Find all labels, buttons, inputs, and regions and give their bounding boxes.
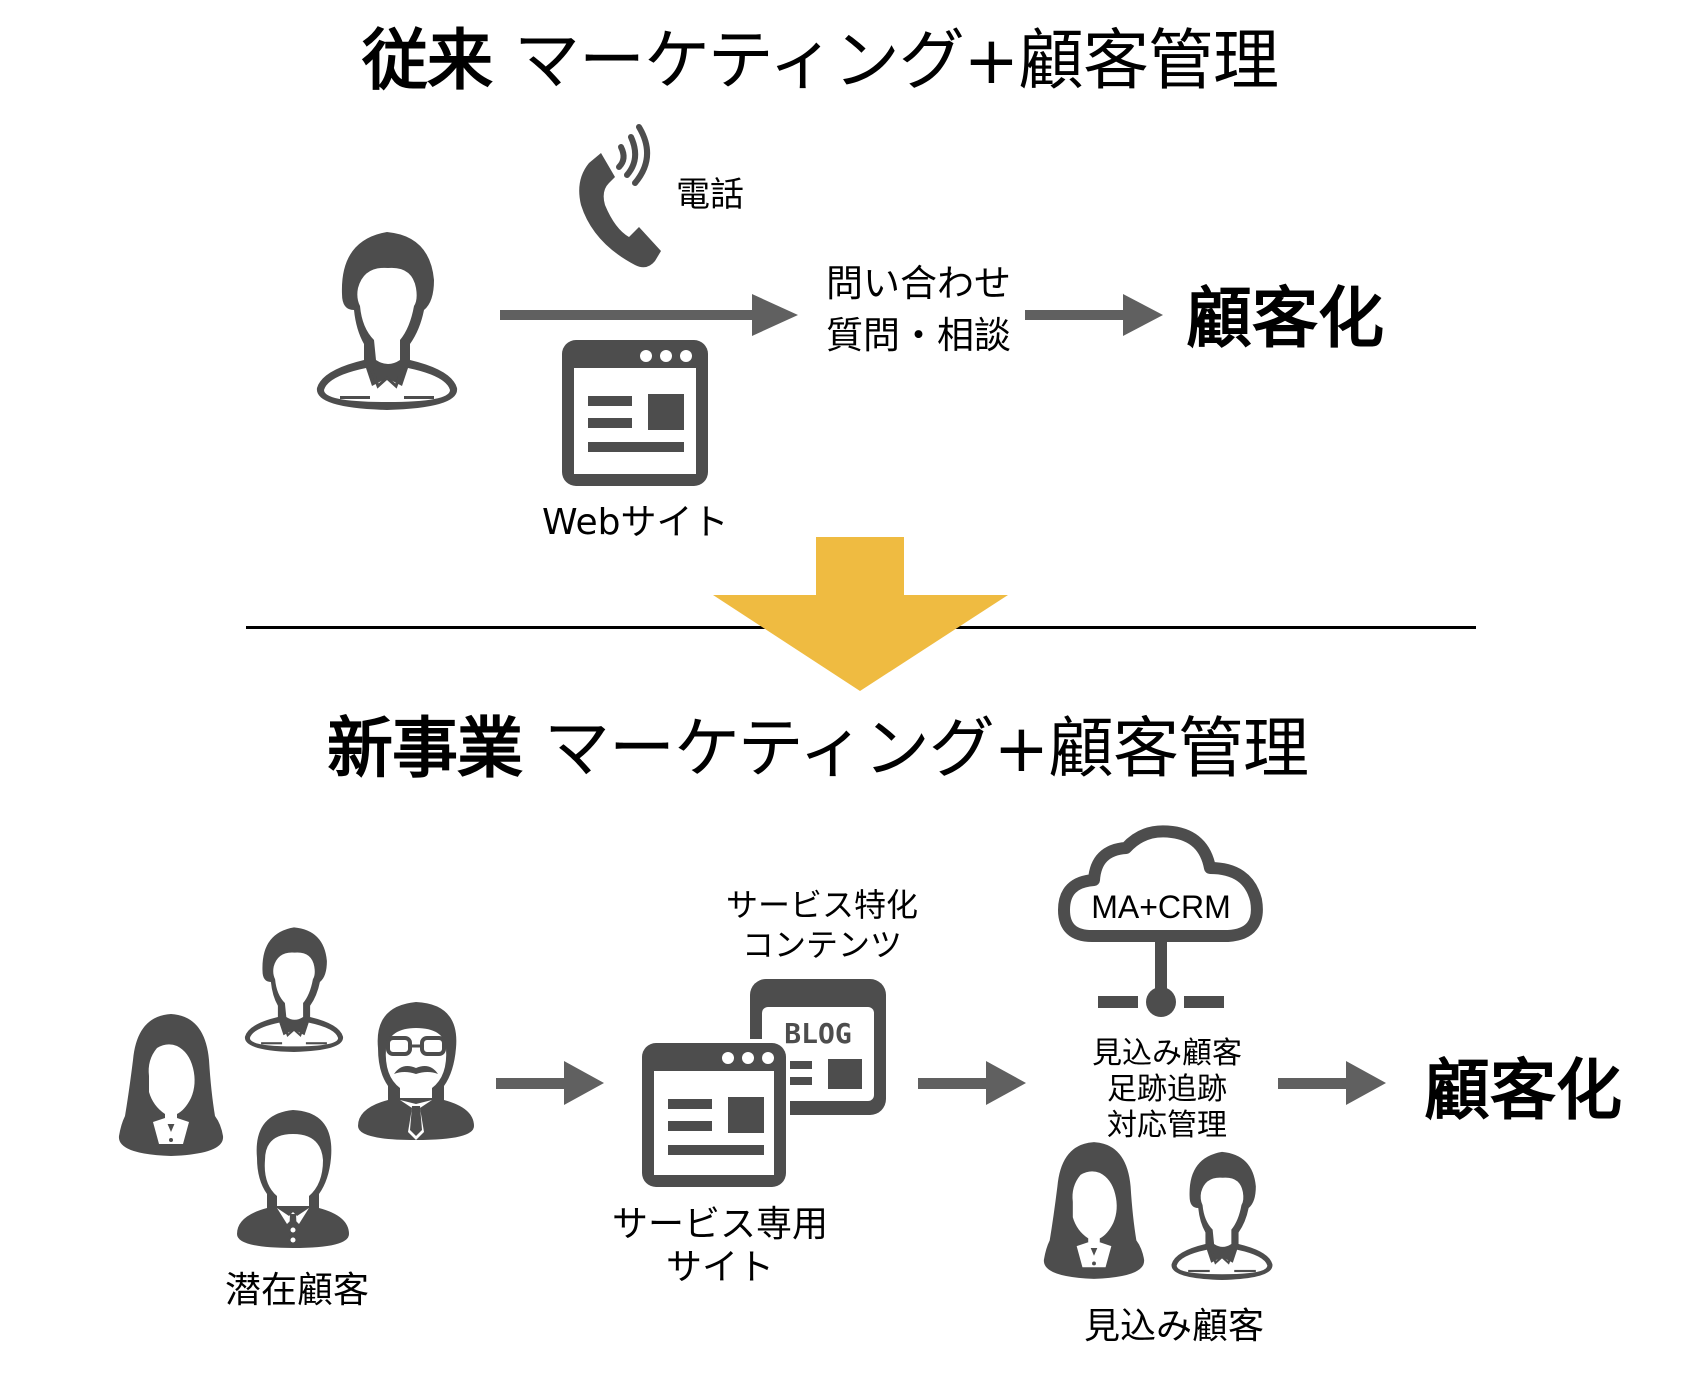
- arrow-right-icon: [496, 1061, 604, 1105]
- content-line-2: コンテンツ: [742, 926, 903, 964]
- inquiry-text: 問い合わせ 質問・相談: [826, 258, 1011, 362]
- bottom-title: 新事業マーケティング+顧客管理: [327, 716, 1309, 782]
- website-icon: [562, 340, 708, 486]
- person-suit-icon: [237, 1110, 349, 1248]
- content-line-1: サービス特化: [726, 886, 919, 924]
- management-line-3: 対応管理: [1107, 1108, 1227, 1143]
- transition-arrow-icon: [713, 537, 1008, 691]
- person-mustache-icon: [358, 1002, 474, 1140]
- cloud-network-icon: MA+CRM: [1058, 825, 1263, 1017]
- phone-label: 電話: [676, 175, 744, 215]
- management-line-1: 見込み顧客: [1092, 1036, 1242, 1071]
- phone-icon: [579, 124, 661, 268]
- top-title-bold: 従来: [362, 22, 493, 99]
- arrow-right-icon: [1278, 1061, 1386, 1105]
- website-icon: [638, 1039, 790, 1191]
- service-site-line-1: サービス専用: [612, 1204, 829, 1245]
- service-site-line-2: サイト: [666, 1247, 775, 1289]
- inquiry-line-1: 問い合わせ: [826, 262, 1011, 305]
- person-woman-icon: [118, 1014, 224, 1156]
- cloud-text: MA+CRM: [1091, 889, 1231, 925]
- inquiry-line-2: 質問・相談: [826, 313, 1011, 357]
- management-line-2: 足跡追跡: [1107, 1072, 1227, 1107]
- person-casual-icon: [244, 927, 344, 1052]
- blog-text: BLOG: [784, 1017, 851, 1050]
- top-title-rest: マーケティング+顧客管理: [514, 22, 1279, 99]
- potential-customers-label: 潜在顧客: [225, 1270, 370, 1311]
- website-label: Webサイト: [542, 502, 729, 543]
- person-woman-icon: [1043, 1142, 1145, 1279]
- bottom-result: 顧客化: [1424, 1052, 1622, 1129]
- person-casual-icon: [316, 232, 458, 410]
- top-result: 顧客化: [1186, 280, 1384, 357]
- management-label: 見込み顧客 足跡追跡 対応管理: [1092, 1036, 1242, 1144]
- bottom-title-rest: マーケティング+顧客管理: [544, 710, 1309, 787]
- top-title: 従来マーケティング+顧客管理: [362, 28, 1279, 94]
- bottom-title-bold: 新事業: [327, 710, 523, 787]
- service-site-label: サービス専用 サイト: [612, 1203, 828, 1289]
- arrow-right-icon: [918, 1061, 1026, 1105]
- prospect-customers-label: 見込み顧客: [1084, 1306, 1265, 1347]
- arrow-right-icon: [500, 294, 798, 336]
- arrow-right-icon: [1025, 294, 1163, 336]
- content-label: サービス特化 コンテンツ: [726, 885, 918, 965]
- person-casual-icon: [1171, 1151, 1273, 1280]
